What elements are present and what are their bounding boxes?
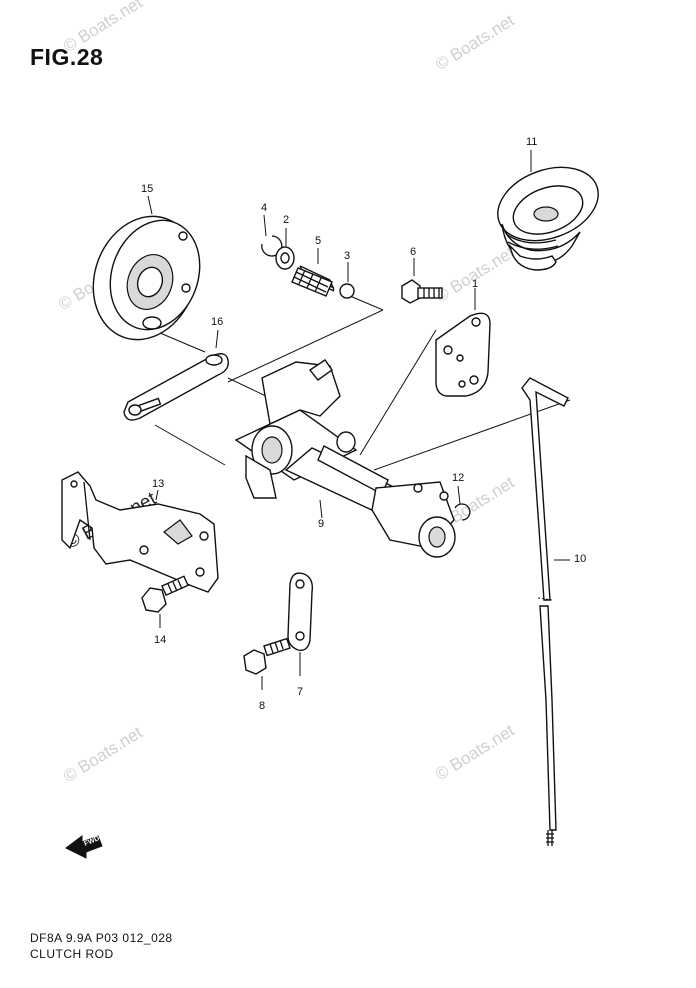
callout-5: 5 — [315, 235, 322, 247]
callout-4: 4 — [261, 202, 268, 214]
part-9-clutch-shaft[interactable] — [234, 359, 456, 558]
part-3-ball[interactable] — [339, 283, 355, 299]
part-12-clip[interactable] — [454, 503, 471, 521]
callout-10: 10 — [574, 553, 587, 565]
callout-15: 15 — [141, 183, 154, 195]
callout-8: 8 — [259, 700, 266, 712]
callout-14: 14 — [154, 634, 167, 646]
fwd-arrow-icon — [65, 835, 103, 859]
part-16-link[interactable] — [123, 353, 229, 421]
callout-3: 3 — [344, 250, 351, 262]
part-2-washer[interactable] — [275, 246, 295, 270]
part-5-spring[interactable] — [291, 265, 335, 297]
footer-code: DF8A 9.9A P03 012_028 — [30, 931, 173, 945]
callout-11: 11 — [526, 136, 538, 148]
callout-9: 9 — [318, 518, 325, 530]
callout-12: 12 — [452, 472, 465, 484]
part-11-grommet[interactable] — [488, 154, 609, 271]
part-7-link-plate[interactable] — [287, 572, 314, 651]
callout-1: 1 — [472, 278, 479, 290]
callout-6: 6 — [410, 246, 417, 258]
callout-2: 2 — [283, 214, 290, 226]
figure-title: FIG.28 — [30, 44, 104, 70]
part-8-bolt[interactable] — [243, 637, 291, 675]
callout-7: 7 — [297, 686, 304, 698]
callout-13: 13 — [152, 478, 165, 490]
part-1-plate[interactable] — [435, 312, 491, 397]
footer-name: CLUTCH ROD — [30, 947, 114, 961]
part-13-bracket[interactable] — [61, 471, 219, 593]
callout-16: 16 — [211, 316, 224, 328]
part-6-bolt[interactable] — [401, 279, 443, 304]
part-15-pulley[interactable] — [76, 202, 214, 355]
part-14-bolt[interactable] — [141, 575, 189, 613]
part-10-clutch-rod[interactable] — [521, 377, 569, 846]
